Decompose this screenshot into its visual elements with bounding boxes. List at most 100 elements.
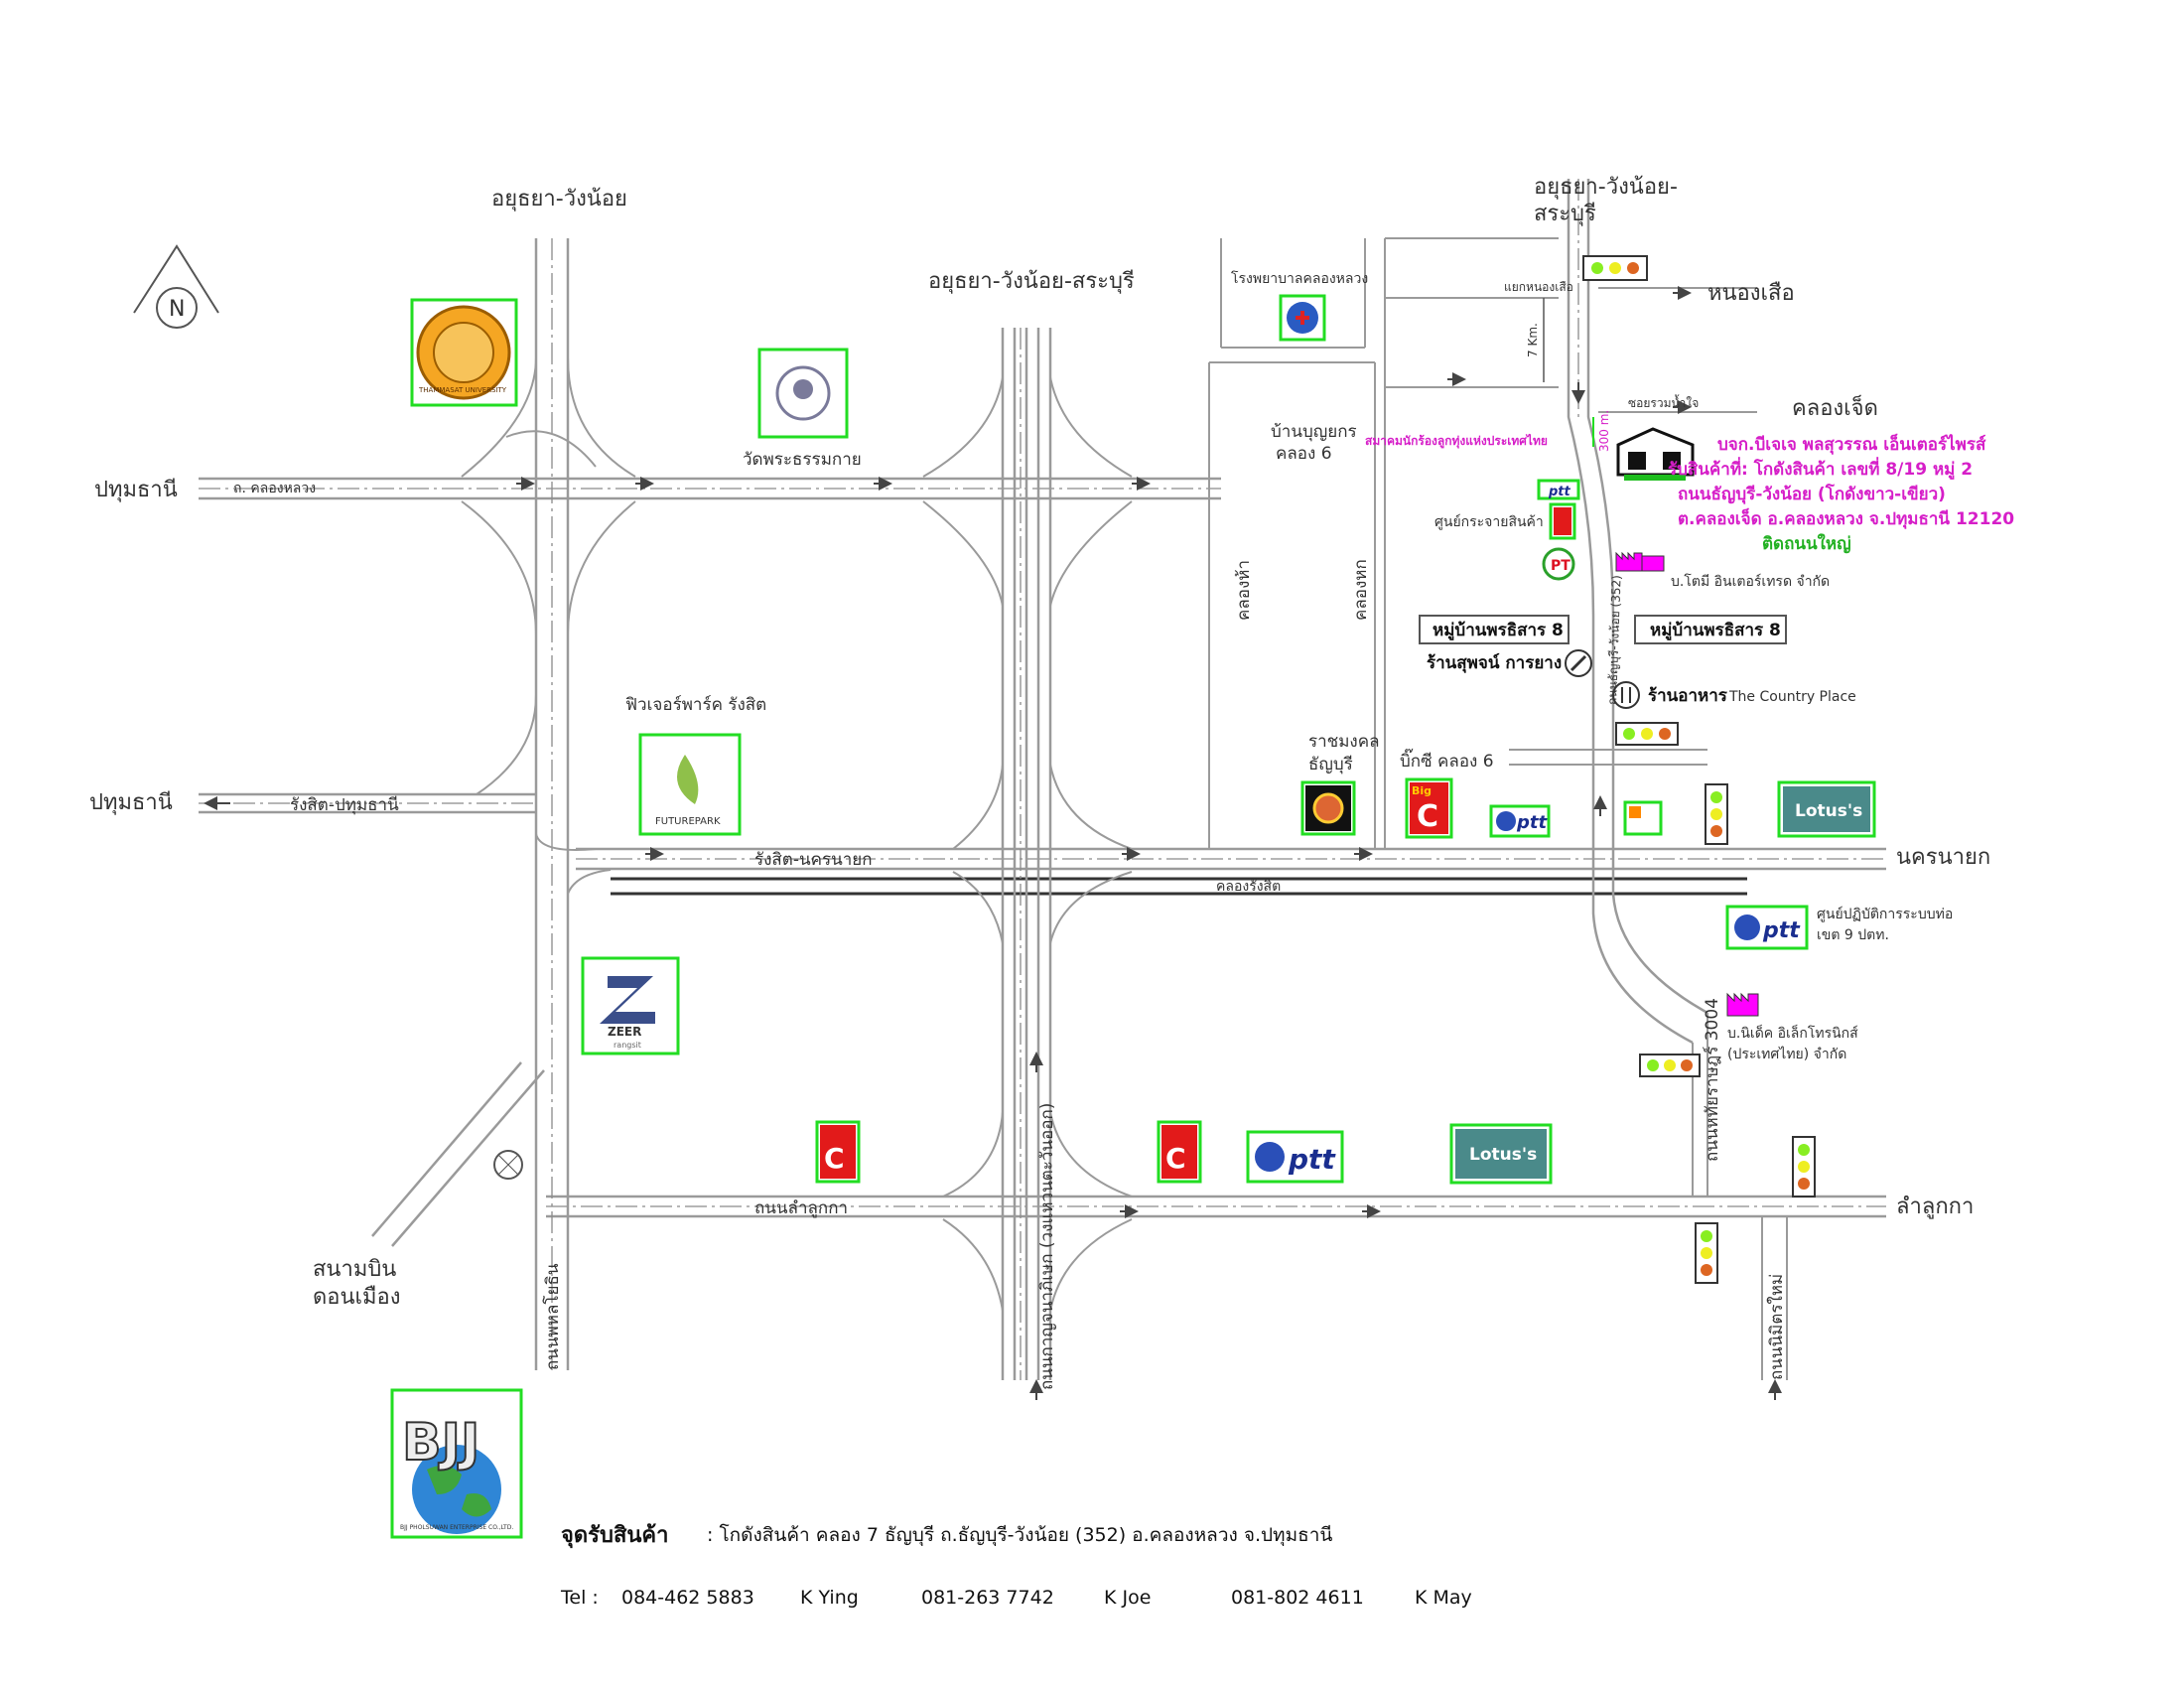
label-tomi: บ.โตมี อินเตอร์เทรด จำกัด: [1671, 573, 1830, 590]
warehouse-destination-icon: [1616, 427, 1695, 481]
company-pickup: รับสินค้าที่: โกดังสินค้า เลขที่ 8/19 หม…: [1668, 457, 1973, 481]
interchange-left-lower: [476, 694, 612, 895]
compass-rose-icon: [493, 1150, 523, 1180]
road-label-khlong-ha: คลองห้า: [1234, 560, 1254, 621]
label-nidec-1: บ.นิเด็ค อิเล็กโทรนิกส์: [1727, 1024, 1858, 1042]
label-restaurant-name: The Country Place: [1728, 689, 1856, 705]
bigc-logo-lower-2: C: [1157, 1120, 1202, 1184]
label-hospital: โรงพยาบาลคลองหลวง: [1231, 270, 1368, 287]
label-wat: วัดพระธรรมกาย: [743, 450, 862, 470]
village-label-a: หมู่บ้านพรธิสาร 8: [1433, 621, 1564, 641]
svg-text:ptt: ptt: [1516, 812, 1548, 833]
interchange-mid-bottom: [942, 1111, 1133, 1312]
ptt-logo-k6: ptt: [1489, 804, 1551, 838]
rmutt-logo: [1300, 780, 1356, 836]
lotus-logo-lower: Lotus's: [1449, 1123, 1553, 1185]
dir-nakhon-nayok: นครนายก: [1896, 845, 1990, 870]
road-label-phahonyothin: ถนนพหลโยธิน: [542, 1263, 563, 1370]
bjj-company-logo: BJJ BJJ PHOLSUWAN ENTERPRISE CO.,LTD.: [390, 1388, 523, 1539]
road-label-rangsit-pathum: รังสิต-ปทุมธานี: [290, 795, 399, 815]
dir-airport-1: สนามบิน: [313, 1257, 396, 1282]
contact-phone-1: 084-462 5883: [621, 1587, 754, 1609]
dir-airport-2: ดอนเมือง: [313, 1285, 401, 1310]
ptt-small-icon: ptt: [1537, 479, 1580, 500]
ptt-logo-ops: ptt: [1725, 905, 1809, 950]
traffic-arrows: [204, 286, 1782, 1400]
hospital-logo: [1279, 294, 1326, 342]
svg-text:Lotus's: Lotus's: [1795, 801, 1862, 821]
dir-khlong-chet: คลองเจ็ด: [1792, 393, 1878, 421]
label-ban-bunyakorn-1: บ้านบุญยกร: [1271, 422, 1357, 442]
label-ptt-ops-1: ศูนย์ปฏิบัติการระบบท่อ: [1817, 906, 1953, 922]
label-nidec-2: (ประเทศไทย) จำกัด: [1727, 1046, 1846, 1062]
traffic-light-vertical-1: [1705, 783, 1728, 845]
future-park-logo: FUTUREPARK: [638, 733, 742, 836]
svg-text:PT: PT: [1551, 558, 1570, 574]
dir-ayutthaya-mid: อยุธยา-วังน้อย-สระบุรี: [928, 269, 1135, 294]
road-label-khlong-hok: คลองหก: [1351, 559, 1371, 621]
canal-khlong-rangsit: [611, 877, 1747, 896]
contact-name-2: K Joe: [1104, 1587, 1152, 1609]
bigc-logo-k6: Big C: [1405, 777, 1453, 839]
svg-text:THAMMASAT UNIVERSITY: THAMMASAT UNIVERSITY: [418, 386, 507, 394]
pickup-value: : โกดังสินค้า คลอง 7 ธัญบุรี ถ.ธัญบุรี-ว…: [707, 1524, 1333, 1546]
interchange-mid-upper: [922, 376, 1133, 607]
traffic-light-3004: [1639, 1054, 1701, 1077]
svg-text:Lotus's: Lotus's: [1469, 1145, 1537, 1165]
label-ptt-ops-2: เขต 9 ปตท.: [1817, 927, 1889, 943]
interchange-left-upper: [461, 356, 636, 636]
road-thanyaburi-wangnoi: [1567, 179, 1708, 1045]
dir-ayutthaya-right-2: สระบุรี: [1534, 202, 1596, 226]
shop-small-icon: [1623, 800, 1663, 836]
label-7km: 7 Km.: [1526, 323, 1540, 357]
svg-text:C: C: [1417, 799, 1438, 834]
label-dist-center: ศูนย์กระจายสินค้า: [1434, 513, 1544, 530]
label-bigc-khlong6: บิ๊กซี คลอง 6: [1400, 748, 1494, 772]
company-address: ต.คลองเจ็ด อ.คลองหลวง จ.ปทุมธานี 12120: [1678, 506, 2014, 529]
label-tyre-shop: ร้านสุพจน์ การยาง: [1427, 652, 1562, 673]
north-arrow: N: [133, 244, 219, 329]
pickup-label: จุดรับสินค้า: [561, 1523, 669, 1548]
dir-ayutthaya-right-1: อยุธยา-วังน้อย-: [1534, 175, 1678, 200]
road-label-3004: ถนนหทัยราษฎร์ 3004: [1703, 998, 1722, 1162]
north-label: N: [169, 297, 185, 322]
bigc-logo-lower-1: C: [815, 1120, 861, 1184]
wrench-icon: [1565, 649, 1592, 677]
bigc-small-icon: [1549, 502, 1576, 540]
traffic-light-vertical-3: [1695, 1222, 1718, 1284]
label-association: สมาคมนักร้องลูกทุ่งแห่งประเทศไทย: [1365, 433, 1548, 449]
contact-phone-2: 081-263 7742: [921, 1587, 1054, 1609]
road-label-nimit-mai: ถนนนิมิตรใหม่: [1766, 1274, 1787, 1380]
thammasat-logo: THAMMASAT UNIVERSITY: [410, 298, 518, 407]
svg-text:ptt: ptt: [1762, 918, 1801, 943]
svg-text:Big: Big: [1412, 784, 1432, 797]
road-label-khlong-luang: ถ. คลองหลวง: [233, 481, 316, 496]
road-lam-luk-ka: [546, 1195, 1886, 1218]
traffic-light-vertical-2: [1792, 1136, 1816, 1197]
pt-station-icon: PT: [1542, 547, 1575, 581]
svg-text:FUTUREPARK: FUTUREPARK: [655, 816, 721, 827]
road-label-lam-luk-ka: ถนนลำลูกกา: [754, 1198, 848, 1218]
dir-nong-suea: หนองเสือ: [1707, 281, 1795, 306]
contact-phone-3: 081-802 4611: [1231, 1587, 1364, 1609]
dir-pathum-lower: ปทุมธานี: [89, 790, 173, 815]
label-300m: 300 m.: [1597, 410, 1611, 452]
road-khlong-luang: [199, 477, 1221, 500]
factory-nidec-icon: [1726, 992, 1759, 1017]
road-label-kanchanaphisek: ถนนกาญจนาภิเษก (วงแหวนตะวันออก): [1037, 1103, 1057, 1390]
dir-ayutthaya-left: อยุธยา-วังน้อย: [491, 187, 627, 211]
factory-tomi-icon: [1615, 551, 1665, 572]
road-label-soi-ruam: ซอยรวมน้ำใจ: [1628, 394, 1699, 410]
svg-text:rangsit: rangsit: [614, 1041, 641, 1050]
traffic-light-k6: [1615, 722, 1679, 746]
road-label-khlong-rangsit: คลองรังสิต: [1216, 879, 1281, 895]
label-rmutt-2: ธัญบุรี: [1308, 755, 1353, 774]
label-restaurant: ร้านอาหาร: [1648, 686, 1728, 706]
svg-text:ptt: ptt: [1548, 485, 1571, 499]
label-future-park: ฟิวเจอร์พาร์ค รังสิต: [625, 695, 766, 715]
road-phahonyothin: [534, 238, 570, 1370]
lotus-logo-k6: Lotus's: [1777, 780, 1876, 838]
svg-text:BJJ: BJJ: [402, 1413, 479, 1473]
interchange-mid-lower: [952, 764, 1133, 944]
